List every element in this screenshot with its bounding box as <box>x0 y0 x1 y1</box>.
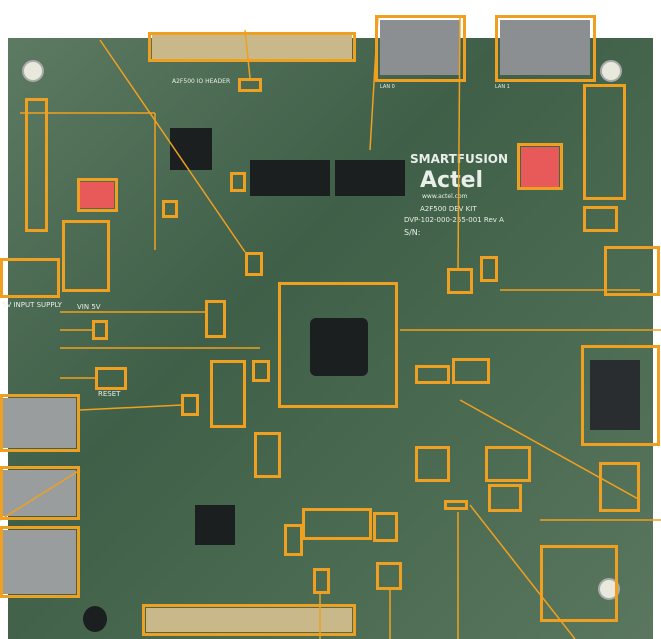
power-switch-callout <box>62 220 110 292</box>
callout <box>583 206 618 232</box>
callout <box>162 200 178 218</box>
dip-switch <box>80 182 114 208</box>
usb-callout <box>599 462 640 512</box>
db9-connector <box>500 20 590 75</box>
db9-lan0-callout <box>375 15 466 82</box>
actel-logo: Actel <box>420 168 484 193</box>
callout <box>205 300 226 338</box>
callout <box>254 432 281 478</box>
website-text: www.actel.com <box>422 193 468 200</box>
ethernet-callout <box>0 466 80 520</box>
dip-switch <box>521 147 559 187</box>
callout <box>488 484 522 512</box>
callout <box>604 246 660 296</box>
lan1-label: LAN 1 <box>495 84 510 90</box>
reset-button-callout <box>95 367 127 390</box>
callout <box>480 256 498 282</box>
io-header-callout <box>148 32 356 62</box>
fpga-callout <box>278 282 398 408</box>
callout <box>284 524 303 556</box>
callout <box>181 394 199 416</box>
ethernet-jack <box>2 470 76 516</box>
part-number: DVP-102-000-255-001 Rev A <box>404 216 504 224</box>
callout <box>376 562 402 590</box>
callout <box>252 360 270 382</box>
ethernet-callout <box>0 394 80 452</box>
db9-connector <box>590 360 640 430</box>
mounting-hole <box>22 60 44 82</box>
reset-label: RESET <box>98 390 121 398</box>
db9-right-callout <box>581 345 660 446</box>
db9-lan1-callout <box>495 15 596 82</box>
memory-chip <box>335 160 405 196</box>
callout <box>210 360 246 428</box>
bottom-header-callout <box>142 604 356 636</box>
callout <box>444 500 468 510</box>
ic-chip <box>195 505 235 545</box>
right-dip-switch-callout <box>517 143 563 190</box>
callout <box>313 568 330 594</box>
callout <box>447 268 473 294</box>
io-header-connector <box>152 35 352 59</box>
callout <box>452 358 490 384</box>
right-connector-callout <box>583 84 626 200</box>
callout <box>92 320 108 340</box>
serial-label: S/N: <box>404 228 421 237</box>
callout <box>373 512 398 542</box>
ethernet-callout <box>0 526 80 598</box>
ethernet-jack <box>2 530 76 594</box>
callout <box>238 78 262 92</box>
ethernet-jack <box>2 398 76 448</box>
jumper-callout <box>302 508 372 540</box>
io-header-label: A2F500 IO HEADER <box>172 78 231 85</box>
ic-chip <box>170 128 212 170</box>
mounting-hole <box>598 578 620 600</box>
db9-connector <box>380 20 460 75</box>
callout <box>485 446 531 482</box>
fpga-chip <box>310 318 368 376</box>
callout <box>415 365 450 384</box>
vin-label: VIN 5V <box>77 303 101 311</box>
callout <box>415 446 450 482</box>
left-connector-callout <box>25 98 48 232</box>
push-buttons-callout <box>540 545 618 622</box>
callout <box>245 252 263 276</box>
callout <box>230 172 246 192</box>
power-label: 5V INPUT SUPPLY <box>2 301 62 309</box>
power-jack-callout <box>0 258 60 298</box>
memory-chip <box>250 160 330 196</box>
battery <box>83 606 107 632</box>
dip-switch-callout <box>77 178 118 212</box>
lan0-label: LAN 0 <box>380 84 395 90</box>
kit-name: A2F500 DEV KIT <box>420 205 477 213</box>
bottom-header-connector <box>146 608 352 632</box>
mounting-hole <box>600 60 622 82</box>
